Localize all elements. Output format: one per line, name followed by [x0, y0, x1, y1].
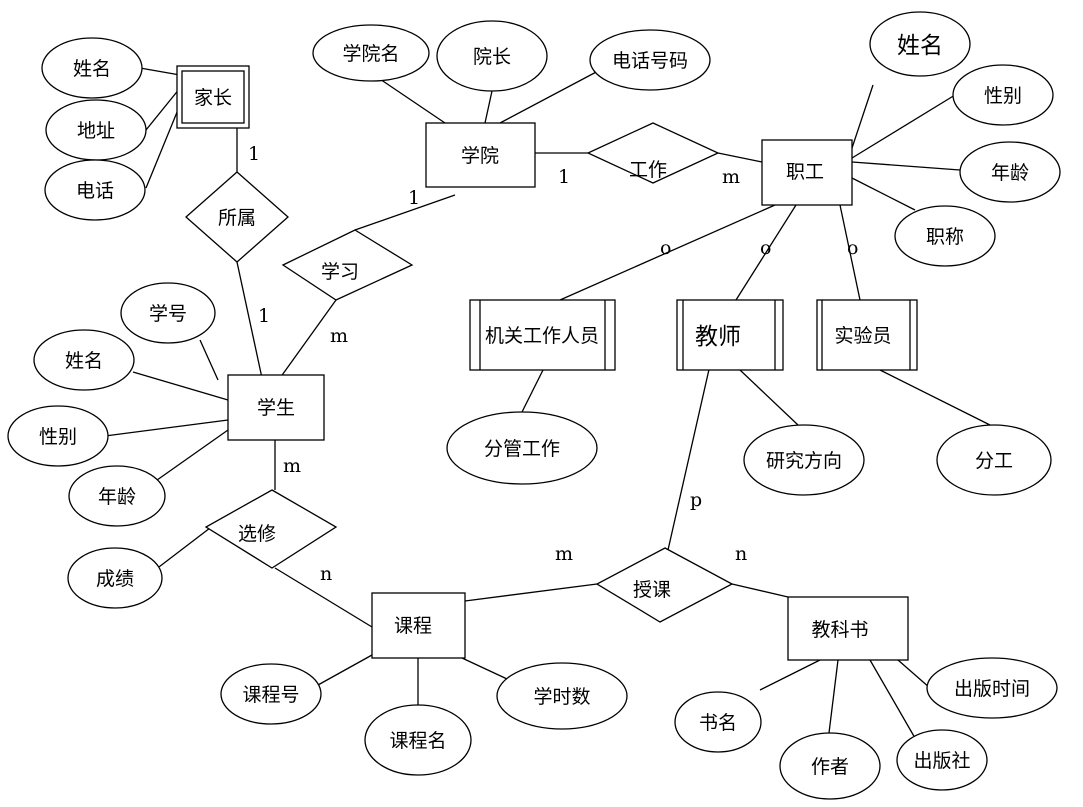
cardinality-parent-belongs: 1 — [248, 143, 260, 165]
svg-text:研究方向: 研究方向 — [766, 450, 842, 472]
cardinality-college-study: 1 — [408, 187, 420, 209]
attribute-parent-address: 地址 — [45, 99, 147, 161]
cardinality-student-elective: m — [283, 455, 301, 477]
svg-text:学习: 学习 — [321, 261, 359, 283]
cardinality-work-staff: m — [722, 166, 740, 188]
svg-text:作者: 作者 — [811, 756, 849, 778]
cardinality-course-teach: m — [555, 543, 573, 565]
relationship-study: 学习 — [281, 229, 414, 301]
svg-text:出版社: 出版社 — [913, 750, 970, 772]
svg-text:姓名: 姓名 — [73, 58, 111, 80]
connector-lines — [104, 67, 991, 742]
entity-course: 课程 — [371, 592, 466, 659]
attribute-staff-name: 姓名 — [869, 11, 971, 77]
attribute-research-direction: 研究方向 — [743, 424, 865, 496]
attribute-dean: 院长 — [436, 20, 548, 92]
svg-text:姓名: 姓名 — [897, 33, 943, 59]
svg-text:学生: 学生 — [257, 397, 295, 419]
cardinality-isa-admin: o — [660, 237, 671, 259]
relationship-elective: 选修 — [204, 489, 338, 569]
svg-text:机关工作人员: 机关工作人员 — [485, 325, 599, 347]
svg-text:选修: 选修 — [238, 523, 276, 545]
attribute-division-of-work: 分工 — [936, 424, 1052, 496]
svg-text:家长: 家长 — [194, 87, 232, 109]
entity-college: 学院 — [425, 122, 536, 188]
attribute-publish-date: 出版时间 — [926, 657, 1058, 719]
cardinality-study-student: m — [330, 325, 348, 347]
svg-text:姓名: 姓名 — [65, 350, 103, 372]
attribute-book-title: 书名 — [674, 691, 762, 753]
entity-admin-staff: 机关工作人员 — [469, 299, 616, 371]
cardinality-elective-course: n — [320, 563, 332, 585]
svg-text:地址: 地址 — [77, 120, 115, 142]
svg-text:学院名: 学院名 — [342, 43, 399, 65]
svg-text:出版时间: 出版时间 — [954, 678, 1030, 700]
attribute-staff-gender: 性别 — [952, 64, 1054, 126]
cardinality-isa-lab: o — [847, 237, 858, 259]
attribute-course-name: 课程名 — [364, 704, 472, 776]
attribute-student-gender: 性别 — [7, 405, 109, 467]
cardinality-teacher-teach: p — [690, 489, 702, 511]
svg-text:年龄: 年龄 — [991, 162, 1029, 184]
svg-text:分工: 分工 — [975, 450, 1013, 472]
attribute-staff-age: 年龄 — [959, 141, 1061, 203]
svg-text:课程号: 课程号 — [242, 684, 299, 706]
cardinality-belongs-student: 1 — [258, 305, 270, 327]
svg-text:学号: 学号 — [149, 303, 187, 325]
svg-text:年龄: 年龄 — [98, 486, 136, 508]
cardinality-isa-teacher: o — [760, 237, 771, 259]
attribute-publisher: 出版社 — [896, 729, 988, 791]
relationship-belongs: 所属 — [185, 171, 289, 263]
attribute-college-name: 学院名 — [312, 24, 430, 82]
entity-textbook: 教科书 — [787, 596, 909, 661]
svg-text:教师: 教师 — [695, 324, 741, 350]
cardinality-college-work: 1 — [558, 166, 570, 188]
relationship-work: 工作 — [586, 122, 720, 184]
svg-text:工作: 工作 — [629, 159, 667, 181]
attribute-student-age: 年龄 — [68, 465, 166, 527]
svg-text:课程: 课程 — [394, 615, 432, 637]
attribute-parent-phone: 电话 — [44, 159, 146, 221]
svg-text:性别: 性别 — [39, 426, 77, 448]
svg-text:职工: 职工 — [786, 161, 824, 183]
svg-text:课程名: 课程名 — [389, 730, 446, 752]
attribute-parent-name: 姓名 — [41, 37, 143, 99]
entity-lab-staff: 实验员 — [816, 299, 918, 371]
attribute-managed-work: 分管工作 — [446, 411, 598, 485]
svg-text:学院: 学院 — [461, 145, 499, 167]
attribute-credit-hours: 学时数 — [496, 662, 628, 730]
relationship-teach: 授课 — [595, 547, 734, 623]
svg-text:教科书: 教科书 — [811, 619, 868, 641]
svg-text:实验员: 实验员 — [834, 325, 891, 347]
svg-text:院长: 院长 — [473, 46, 511, 68]
attribute-author: 作者 — [779, 732, 881, 800]
svg-text:授课: 授课 — [633, 579, 671, 601]
attribute-course-id: 课程号 — [220, 663, 322, 725]
svg-text:成绩: 成绩 — [96, 568, 134, 590]
svg-text:电话号码: 电话号码 — [612, 50, 688, 72]
svg-text:性别: 性别 — [984, 85, 1022, 107]
entity-parent: 家长 — [176, 65, 250, 129]
attribute-student-name: 姓名 — [33, 329, 135, 391]
svg-text:学时数: 学时数 — [533, 686, 590, 708]
svg-text:职称: 职称 — [926, 226, 964, 248]
entity-student: 学生 — [227, 374, 325, 441]
entity-teacher: 教师 — [676, 299, 784, 371]
entity-staff: 职工 — [761, 139, 853, 206]
svg-text:分管工作: 分管工作 — [484, 438, 560, 460]
svg-text:书名: 书名 — [699, 712, 737, 734]
attribute-student-id: 学号 — [120, 282, 216, 344]
cardinality-textbook-teach: n — [735, 543, 747, 565]
cardinality-labels: 1 1 1 m 1 m o o o m n p m n — [248, 143, 858, 585]
svg-text:所属: 所属 — [218, 207, 256, 229]
attribute-grade: 成绩 — [67, 547, 163, 609]
attribute-staff-title: 职称 — [894, 205, 996, 267]
svg-text:电话: 电话 — [76, 180, 114, 202]
attribute-college-phone: 电话号码 — [589, 29, 711, 91]
